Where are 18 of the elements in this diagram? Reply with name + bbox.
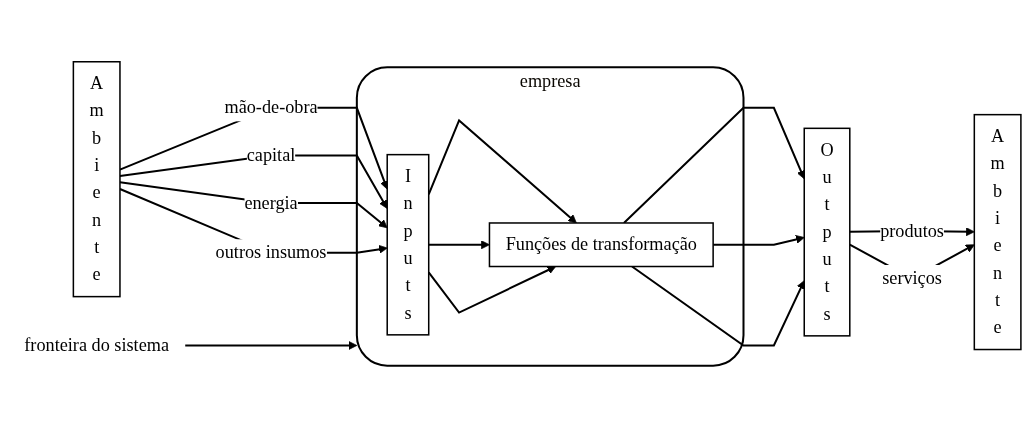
node-box: Funções de transformação (488, 222, 714, 268)
arrow (119, 188, 388, 254)
node-box: Inputs (386, 153, 430, 336)
arrow (713, 235, 805, 246)
edge-label: serviços (882, 268, 942, 289)
node-text: fronteira do sistema (24, 334, 170, 356)
node-box: Ambiente (72, 61, 121, 298)
edge-label: capital (246, 144, 296, 166)
edge-label: mão-de-obra (224, 97, 318, 118)
edge-label: produtos (880, 220, 944, 241)
node-box: Outputs (803, 127, 851, 337)
arrow (428, 240, 490, 250)
edge-label: energia (244, 192, 298, 213)
edge-label: outros insumos (215, 242, 327, 263)
node-box: Ambiente (973, 113, 1022, 351)
arrow (185, 341, 358, 350)
arrow (119, 181, 388, 229)
arrow (631, 265, 805, 347)
